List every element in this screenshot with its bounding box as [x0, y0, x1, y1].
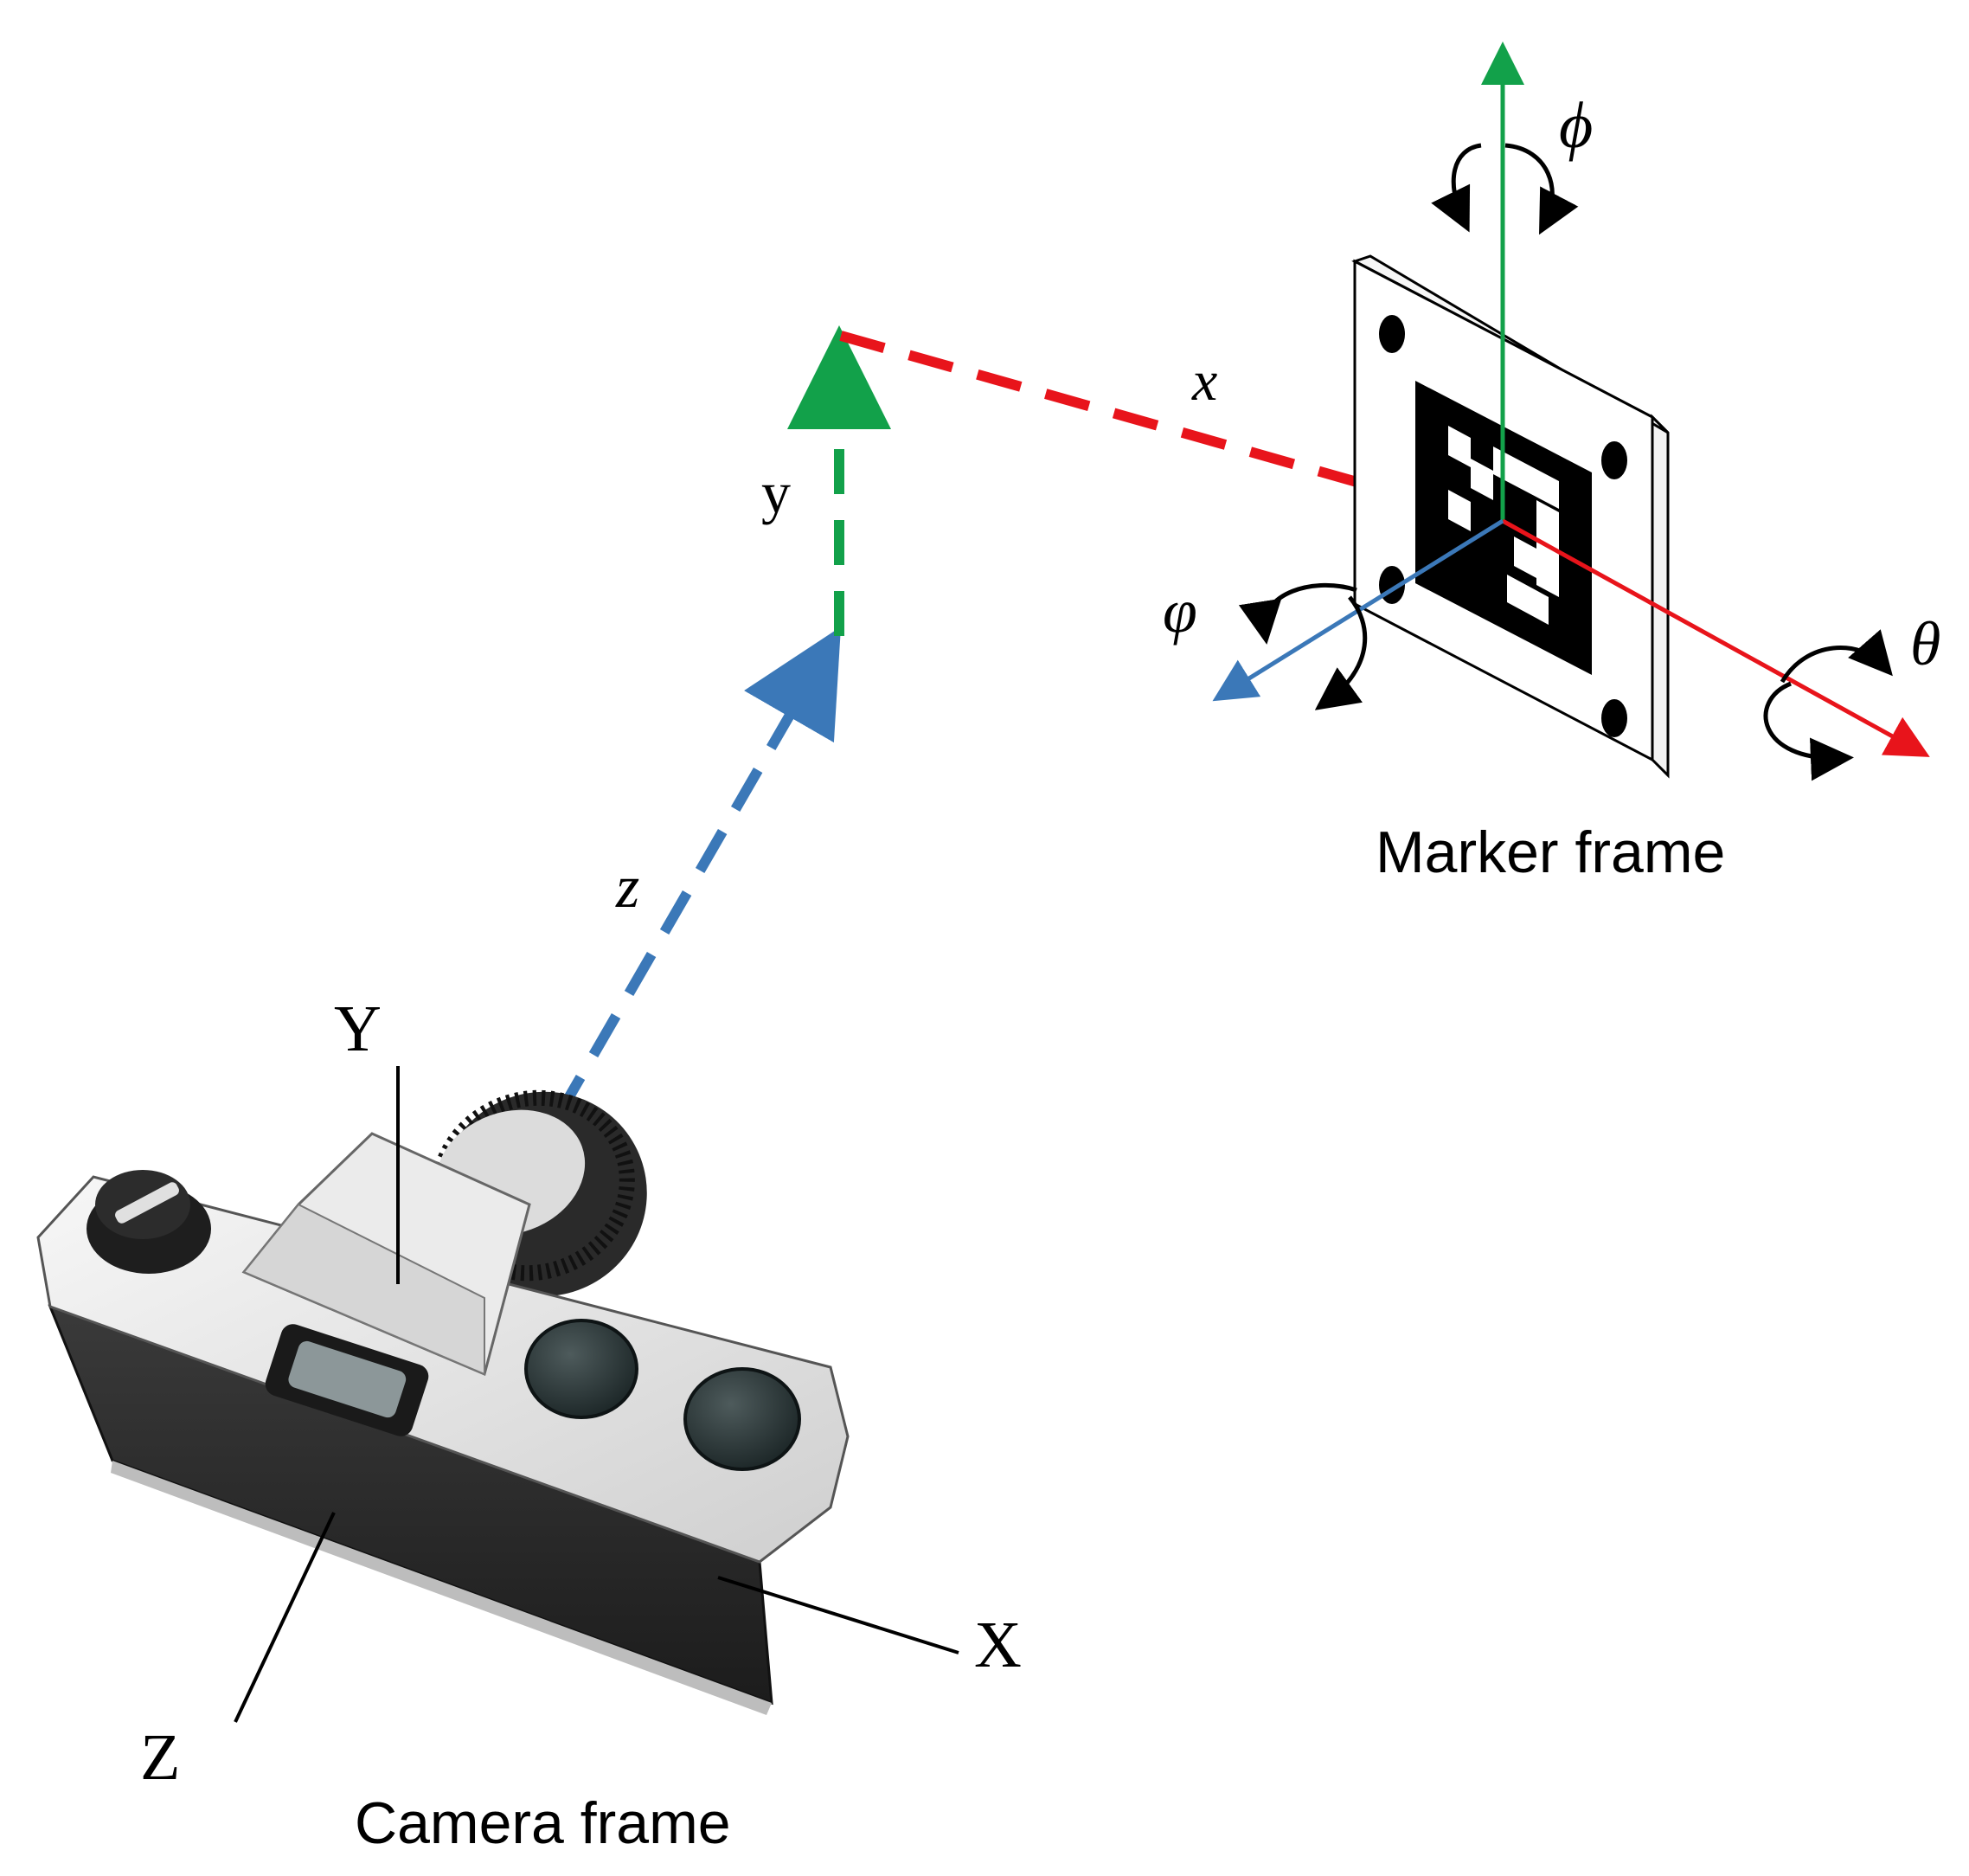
camera-body-bottom	[111, 1461, 772, 1715]
marker-board-side	[1651, 414, 1670, 779]
camera-frame-caption: Camera frame	[355, 1790, 731, 1856]
marker-module	[1536, 500, 1559, 597]
marker-hole	[1379, 315, 1405, 353]
rotation-varphi-arrow	[1238, 582, 1357, 645]
rotation-theta-arrow	[1763, 681, 1854, 781]
marker-module	[1448, 490, 1471, 531]
camera-x-leader	[717, 1576, 959, 1654]
rotation-phi-arrow	[1504, 143, 1579, 235]
camera-axis-leaders	[234, 1066, 959, 1723]
marker-module	[1514, 536, 1536, 578]
camera-shutter-dial	[524, 1319, 638, 1419]
marker-z-axis	[1212, 518, 1504, 702]
translation-vectors	[553, 325, 1509, 1120]
camera-shutter-button	[683, 1367, 801, 1471]
marker-frame-axes	[1212, 42, 1930, 757]
translation-z-label: z	[615, 854, 639, 921]
rotation-varphi-label: φ	[1163, 576, 1197, 646]
rotation-theta-label: θ	[1910, 609, 1940, 678]
aruco-marker-icon	[1351, 254, 1670, 779]
marker-module	[1507, 575, 1549, 625]
camera-x-label: X	[974, 1609, 1022, 1681]
rotation-theta-arrow	[1780, 629, 1893, 684]
labels: x y z ϕ φ θ Y X Z Marker frame Camera fr…	[140, 89, 1940, 1856]
translation-z-vector	[553, 626, 842, 1120]
curved-double-arrow-icon	[1238, 143, 1893, 781]
camera-y-label: Y	[334, 993, 382, 1065]
marker-frame-caption: Marker frame	[1376, 819, 1725, 885]
marker-x-axis	[1501, 518, 1930, 757]
marker-module	[1493, 447, 1559, 509]
marker-hole	[1601, 441, 1627, 479]
camera-top-plate	[36, 1175, 850, 1564]
rotation-phi-arrow	[1431, 143, 1482, 233]
translation-x-vector	[839, 331, 1509, 547]
camera-z-label: Z	[140, 1721, 180, 1794]
camera-lens-ring	[431, 1089, 635, 1282]
marker-hole	[1601, 699, 1627, 737]
camera-icon	[36, 1089, 850, 1715]
translation-x-label: x	[1191, 350, 1217, 413]
camera-z-leader	[234, 1512, 336, 1723]
marker-module	[1471, 459, 1493, 500]
rotation-varphi-arrow	[1314, 595, 1368, 710]
marker-module	[1448, 426, 1471, 467]
translation-y-label: y	[761, 459, 791, 525]
camera-viewfinder-glass	[288, 1340, 407, 1418]
rotation-phi-label: ϕ	[1559, 89, 1593, 162]
camera-prism-face	[242, 1203, 485, 1376]
camera-rewind-lever	[115, 1182, 179, 1224]
